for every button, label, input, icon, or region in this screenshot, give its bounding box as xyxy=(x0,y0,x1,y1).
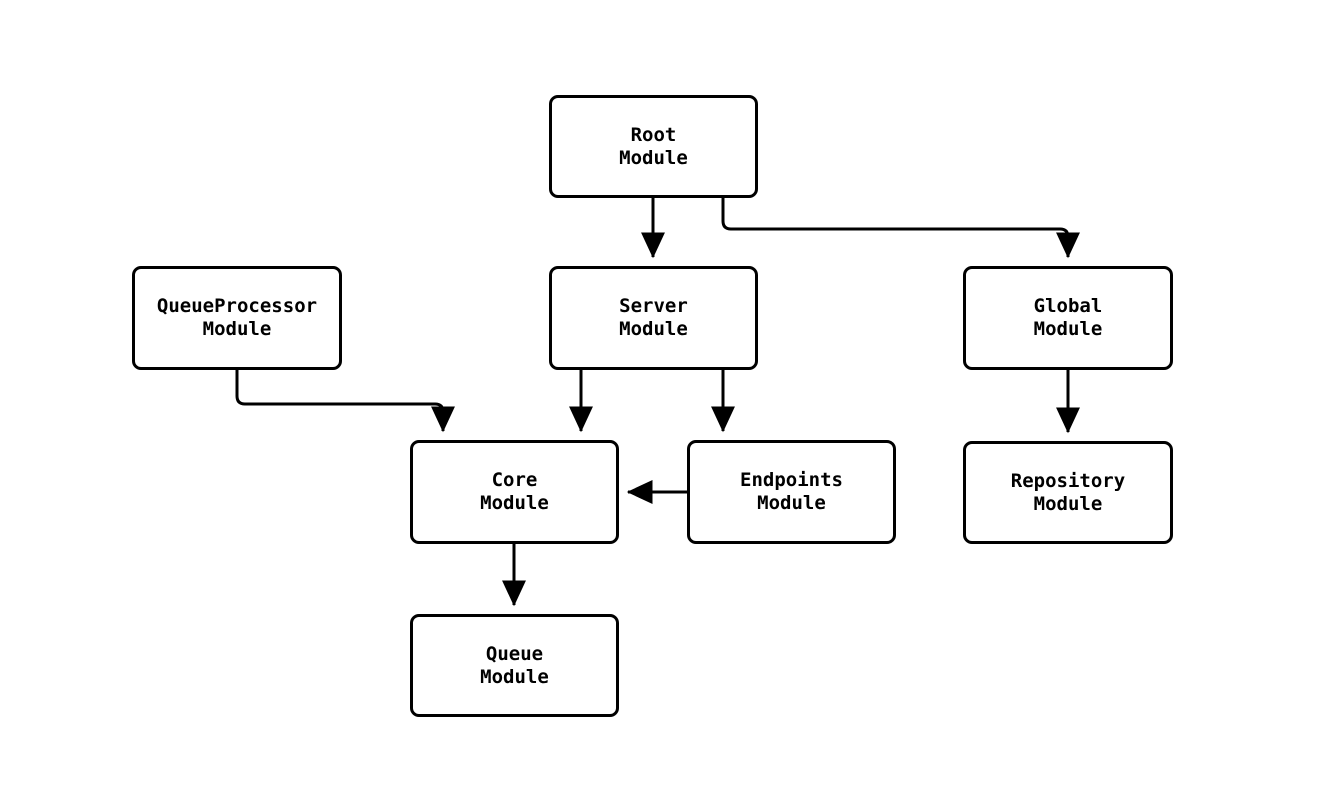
endpoints-module-node[interactable]: Endpoints Module xyxy=(687,440,896,544)
global-module-node[interactable]: Global Module xyxy=(963,266,1173,370)
edge-queueprocessor-to-core xyxy=(235,370,455,433)
root-module-node[interactable]: Root Module xyxy=(549,95,758,198)
core-module-subtitle: Module xyxy=(480,492,549,514)
server-module-subtitle: Module xyxy=(619,318,688,340)
root-module-subtitle: Module xyxy=(619,146,688,169)
repository-module-node[interactable]: Repository Module xyxy=(963,441,1173,544)
queue-module-node[interactable]: Queue Module xyxy=(410,614,619,717)
queue-module-subtitle: Module xyxy=(480,665,549,688)
endpoints-module-title: Endpoints xyxy=(740,469,843,491)
server-module-node[interactable]: Server Module xyxy=(549,266,758,370)
queueprocessor-module-node[interactable]: QueueProcessor Module xyxy=(132,266,342,370)
repository-module-title: Repository xyxy=(1010,469,1126,492)
queueprocessor-module-title: QueueProcessor xyxy=(156,295,318,317)
repository-module-subtitle: Module xyxy=(1033,492,1103,515)
queue-module-title: Queue xyxy=(485,642,544,665)
root-module-title: Root xyxy=(630,123,677,146)
edge-root-to-global xyxy=(721,198,1080,259)
global-module-subtitle: Module xyxy=(1033,318,1103,340)
core-module-node[interactable]: Core Module xyxy=(410,440,619,544)
queueprocessor-module-subtitle: Module xyxy=(202,318,272,340)
global-module-title: Global xyxy=(1033,295,1103,317)
server-module-title: Server xyxy=(619,295,688,317)
core-module-title: Core xyxy=(491,469,538,491)
endpoints-module-subtitle: Module xyxy=(757,492,826,514)
